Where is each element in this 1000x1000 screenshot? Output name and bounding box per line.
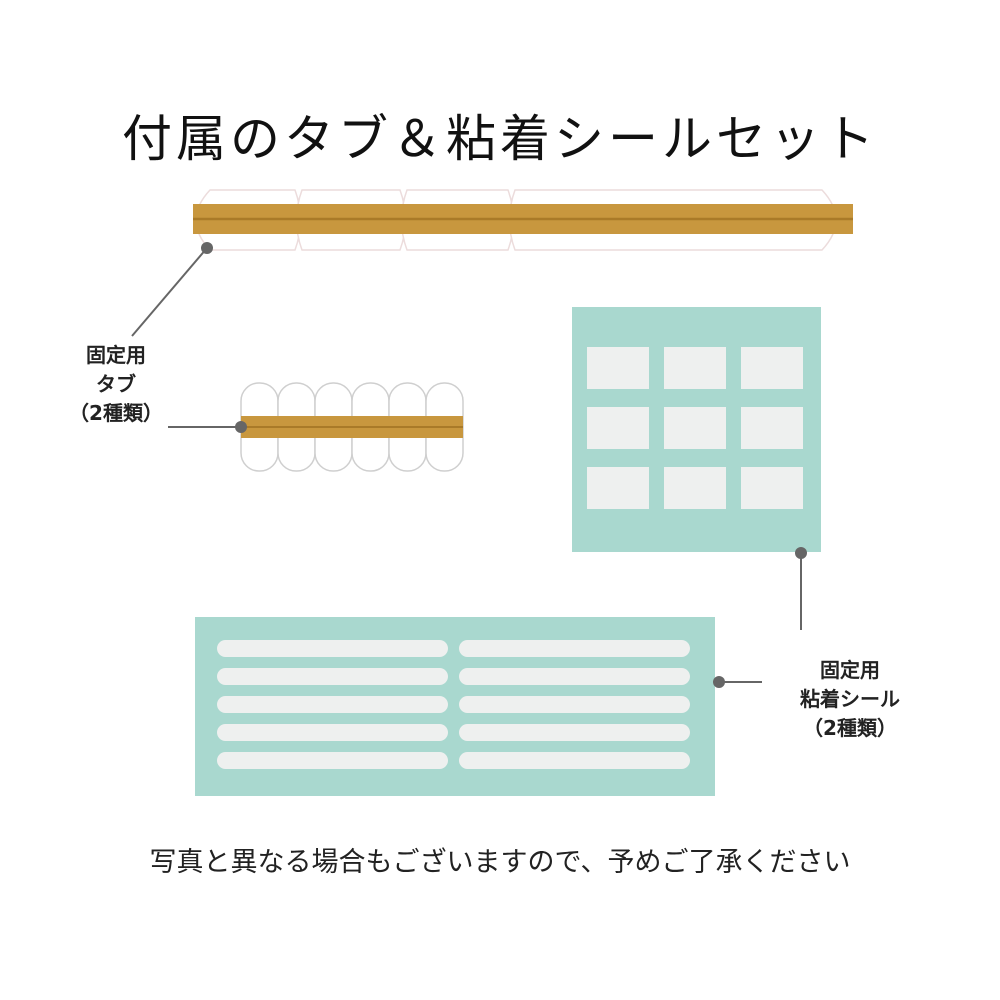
long-sticker-sheet (195, 617, 715, 796)
sticker-label: 固定用 粘着シール （2種類） (770, 656, 930, 743)
leader-dot-long-sheet (713, 676, 725, 688)
leader-dot-square-sheet (795, 547, 807, 559)
leader-lines (131, 242, 807, 688)
leader-large-tab (131, 247, 208, 337)
tab-label-line3: （2種類） (69, 401, 163, 425)
long-sticker-pieces (217, 640, 690, 769)
page-title: 付属のタブ＆粘着シールセット (122, 110, 878, 168)
square-sticker-sheet (572, 307, 821, 552)
tab-label-line2: タブ (96, 372, 136, 396)
square-sticker-pieces (587, 347, 803, 509)
large-tab-strip (193, 189, 853, 251)
tab-label-line1: 固定用 (86, 343, 146, 367)
sticker-label-line2: 粘着シール (800, 687, 900, 711)
small-tab-strip (240, 382, 464, 472)
tab-label: 固定用 タブ （2種類） (56, 341, 176, 428)
sticker-label-line1: 固定用 (820, 658, 880, 682)
footer-note: 写真と異なる場合もございますので、予めご了承ください (149, 847, 851, 878)
sticker-label-line3: （2種類） (803, 716, 897, 740)
leader-dot-large-tab (201, 242, 213, 254)
leader-dot-small-tab (235, 421, 247, 433)
